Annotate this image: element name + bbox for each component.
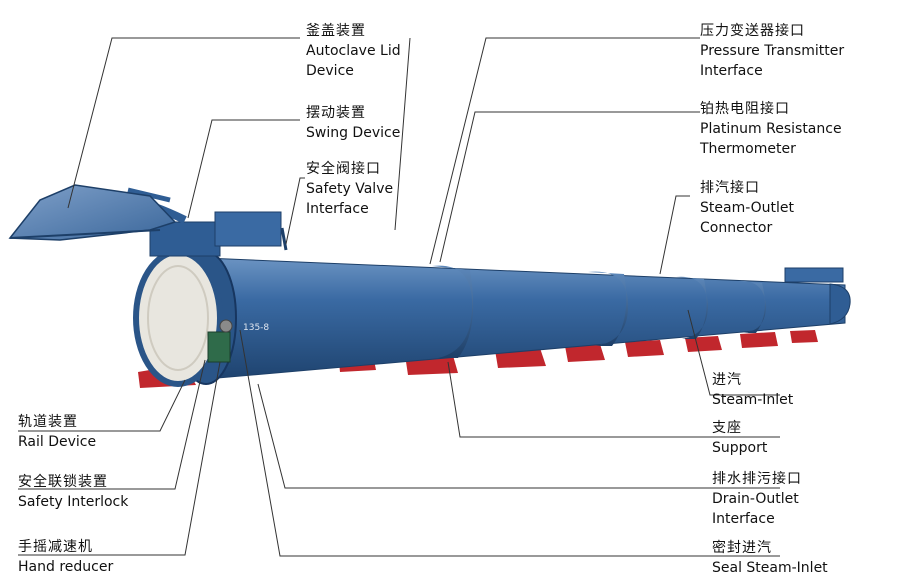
leader-support [447,361,780,438]
leader-steamout [659,195,690,275]
callout-platinum-resistance: 铂热电阻接口 Platinum Resistance Thermometer [700,101,842,157]
callout-pressure-transmitter: 压力变送器接口 Pressure Transmitter Interface [700,23,845,79]
leader-swing [187,119,300,219]
autoclave-lid [8,184,177,241]
leader-steamin [687,309,780,396]
support-foot [565,344,605,362]
callout-steam-outlet: 排汽接口 Steam-Outlet Connector [700,180,795,236]
callout-safety-valve: 安全阀接口 Safety Valve Interface [306,161,394,217]
leader-safety [285,177,305,245]
support-foot [790,330,818,343]
leader-reducer [18,361,221,556]
hand-reducer-hardware [207,319,233,363]
callout-support: 支座 Support [712,420,768,456]
leader-rail [18,379,186,432]
support-foot [740,332,778,348]
callout-drain-outlet: 排水排污接口 Drain-Outlet Interface [712,471,802,527]
callout-safety-interlock: 安全联锁装置 Safety Interlock [18,474,129,510]
support-foot [685,336,722,352]
callout-lid: 釜盖装置 Autoclave Lid Device [306,23,401,79]
leader-pressure [429,37,700,265]
tail-end-cap [784,267,851,325]
ring [432,265,474,358]
leader-safety-extra [394,37,411,231]
callout-seal-steam-inlet: 密封进汽 Seal Steam-Inlet [712,540,828,576]
vessel-rings [432,265,766,358]
support-foot [625,340,664,357]
callout-swing: 摆动装置 Swing Device [306,105,401,141]
leader-platinum [439,111,700,263]
leader-interlock [18,359,206,490]
leader-seal [239,329,780,557]
leader-drain [257,383,780,489]
callout-rail-device: 轨道装置 Rail Device [18,414,97,450]
ring [588,271,629,346]
leader-lines [18,37,780,557]
callout-hand-reducer: 手摇减速机 Hand reducer [18,539,114,575]
vessel-plate-text: 135-8 [243,323,269,333]
leader-lid [67,37,300,209]
callout-steam-inlet: 进汽 Steam-Inlet [712,372,794,408]
